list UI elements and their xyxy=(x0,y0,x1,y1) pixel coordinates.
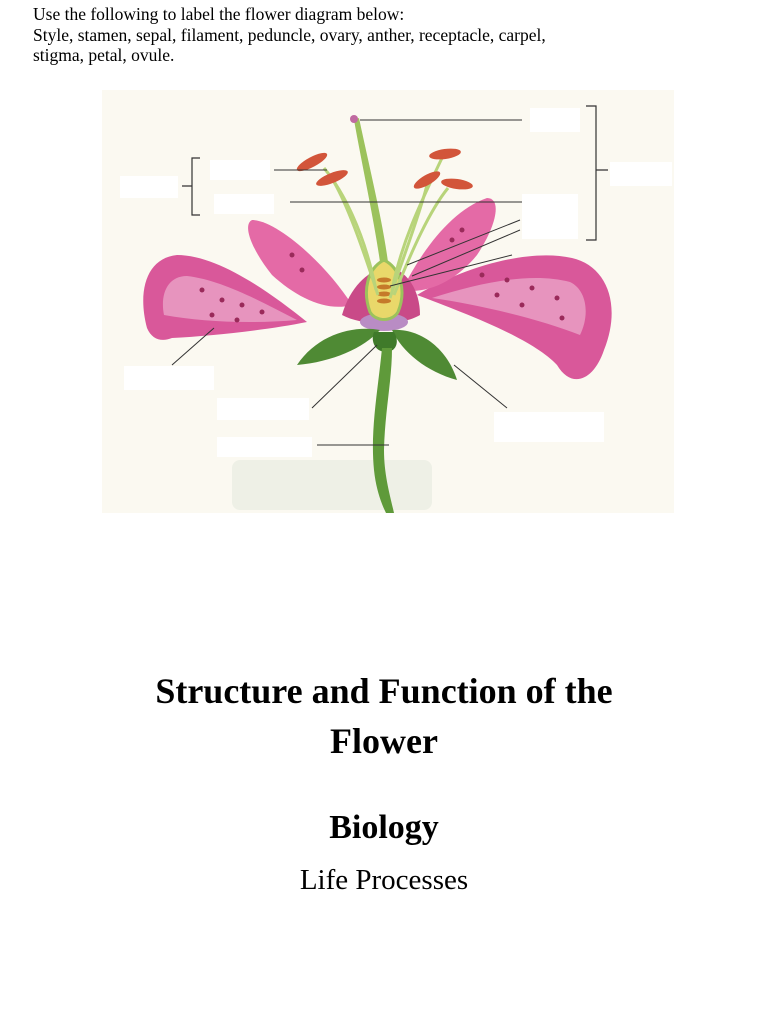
receptacle xyxy=(360,313,408,331)
document-title: Structure and Function of the Flower xyxy=(0,666,768,766)
flower-diagram xyxy=(102,90,674,513)
bracket-right xyxy=(586,105,608,241)
petal-back-right xyxy=(402,198,496,291)
brackets xyxy=(182,105,608,241)
label-box-anther xyxy=(210,160,270,180)
topic-subheading: Life Processes xyxy=(299,864,469,896)
faded-caption-area xyxy=(232,460,432,510)
stigma xyxy=(350,115,358,123)
label-box-petal xyxy=(124,366,214,390)
instructions: Use the following to label the flower di… xyxy=(33,4,753,66)
title-line-2: Flower xyxy=(330,721,438,761)
label-box-sepal xyxy=(217,398,309,420)
leader-lines xyxy=(171,119,522,446)
instructions-line-1: Use the following to label the flower di… xyxy=(33,4,405,24)
bracket-left xyxy=(182,157,200,216)
label-box-carpel-bracket xyxy=(610,162,672,186)
ovules xyxy=(377,277,391,304)
petal-right-highlight xyxy=(432,277,586,335)
petal-spots xyxy=(199,227,565,323)
label-boxes xyxy=(120,108,672,457)
label-box-peduncle xyxy=(217,437,312,457)
peduncle xyxy=(372,348,394,513)
sepal-right xyxy=(392,329,457,380)
petal-back-left xyxy=(248,220,352,307)
label-box-stamen-bracket xyxy=(120,176,178,198)
label-box-receptacle xyxy=(494,412,604,442)
label-box-style xyxy=(522,194,578,239)
sepal-center xyxy=(372,332,397,352)
subject-heading: Biology xyxy=(329,809,439,846)
instructions-line-3: stigma, petal, ovule. xyxy=(33,45,175,65)
flower-illustration xyxy=(102,90,674,513)
style xyxy=(354,118,388,262)
title-line-1: Structure and Function of the xyxy=(155,671,613,711)
ovary xyxy=(365,258,404,321)
instructions-line-2: Style, stamen, sepal, filament, peduncle… xyxy=(33,24,546,45)
label-box-stigma xyxy=(530,108,580,132)
label-box-filament xyxy=(214,194,274,214)
sepal-left xyxy=(297,328,380,365)
anthers xyxy=(296,148,473,190)
